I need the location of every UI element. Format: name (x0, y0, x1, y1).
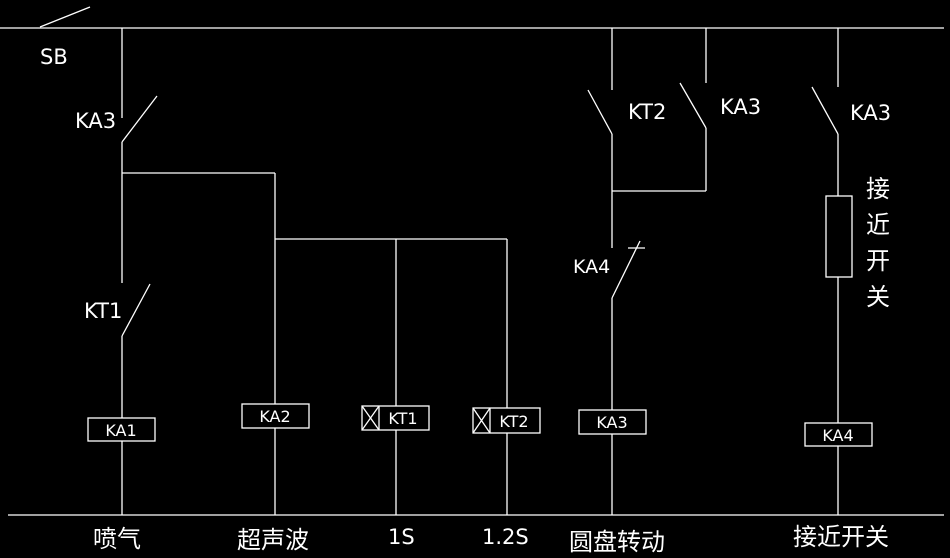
ka3-nc-contact-label: KA3 (75, 109, 116, 133)
ka3-no-parallel-contact-label: KA3 (720, 95, 761, 119)
coil-ka4-label: KA4 (822, 426, 853, 445)
proximity-label-char-1: 接 (866, 175, 890, 203)
coil-kt1: KT1 (361, 405, 430, 431)
coil-ka3-label: KA3 (596, 413, 627, 432)
coil-kt2-label: KT2 (499, 412, 528, 431)
branch-label-disc-rotation: 圆盘转动 (569, 528, 665, 556)
proximity-label-char-4: 关 (866, 283, 890, 311)
proximity-switch-branch (811, 28, 853, 515)
coil-ka1-label: KA1 (105, 421, 136, 440)
kt2-no-contact-label: KT2 (628, 100, 666, 124)
coil-ka2: KA2 (241, 403, 310, 429)
branch-label-proximity-switch: 接近开关 (793, 523, 889, 551)
coil-ka3: KA3 (578, 409, 647, 435)
coil-ka1: KA1 (87, 417, 156, 442)
coil-ka4: KA4 (804, 422, 873, 447)
disc-rotation-branch (587, 28, 707, 515)
parallel-wiring (122, 172, 508, 515)
sb-switch (39, 6, 91, 28)
coil-ka2-label: KA2 (259, 407, 290, 426)
coil-kt1-label: KT1 (388, 409, 417, 428)
branch-label-kt1-time: 1S (388, 525, 415, 549)
proximity-label-char-2: 近 (866, 211, 890, 239)
kt1-nc-contact-label: KT1 (84, 299, 122, 323)
branch-label-spray: 喷气 (93, 525, 141, 553)
ka4-nc-contact-label: KA4 (573, 256, 610, 278)
branch-label-ultrasonic: 超声波 (237, 526, 309, 554)
proximity-label-char-3: 开 (866, 247, 890, 275)
spray-branch (121, 28, 158, 515)
coil-kt2: KT2 (472, 407, 541, 434)
sb-label: SB (40, 45, 68, 69)
proximity-switch-symbol (825, 195, 853, 278)
ka3-no-proximity-contact-label: KA3 (850, 101, 891, 125)
branch-label-kt2-time: 1.2S (482, 525, 529, 549)
